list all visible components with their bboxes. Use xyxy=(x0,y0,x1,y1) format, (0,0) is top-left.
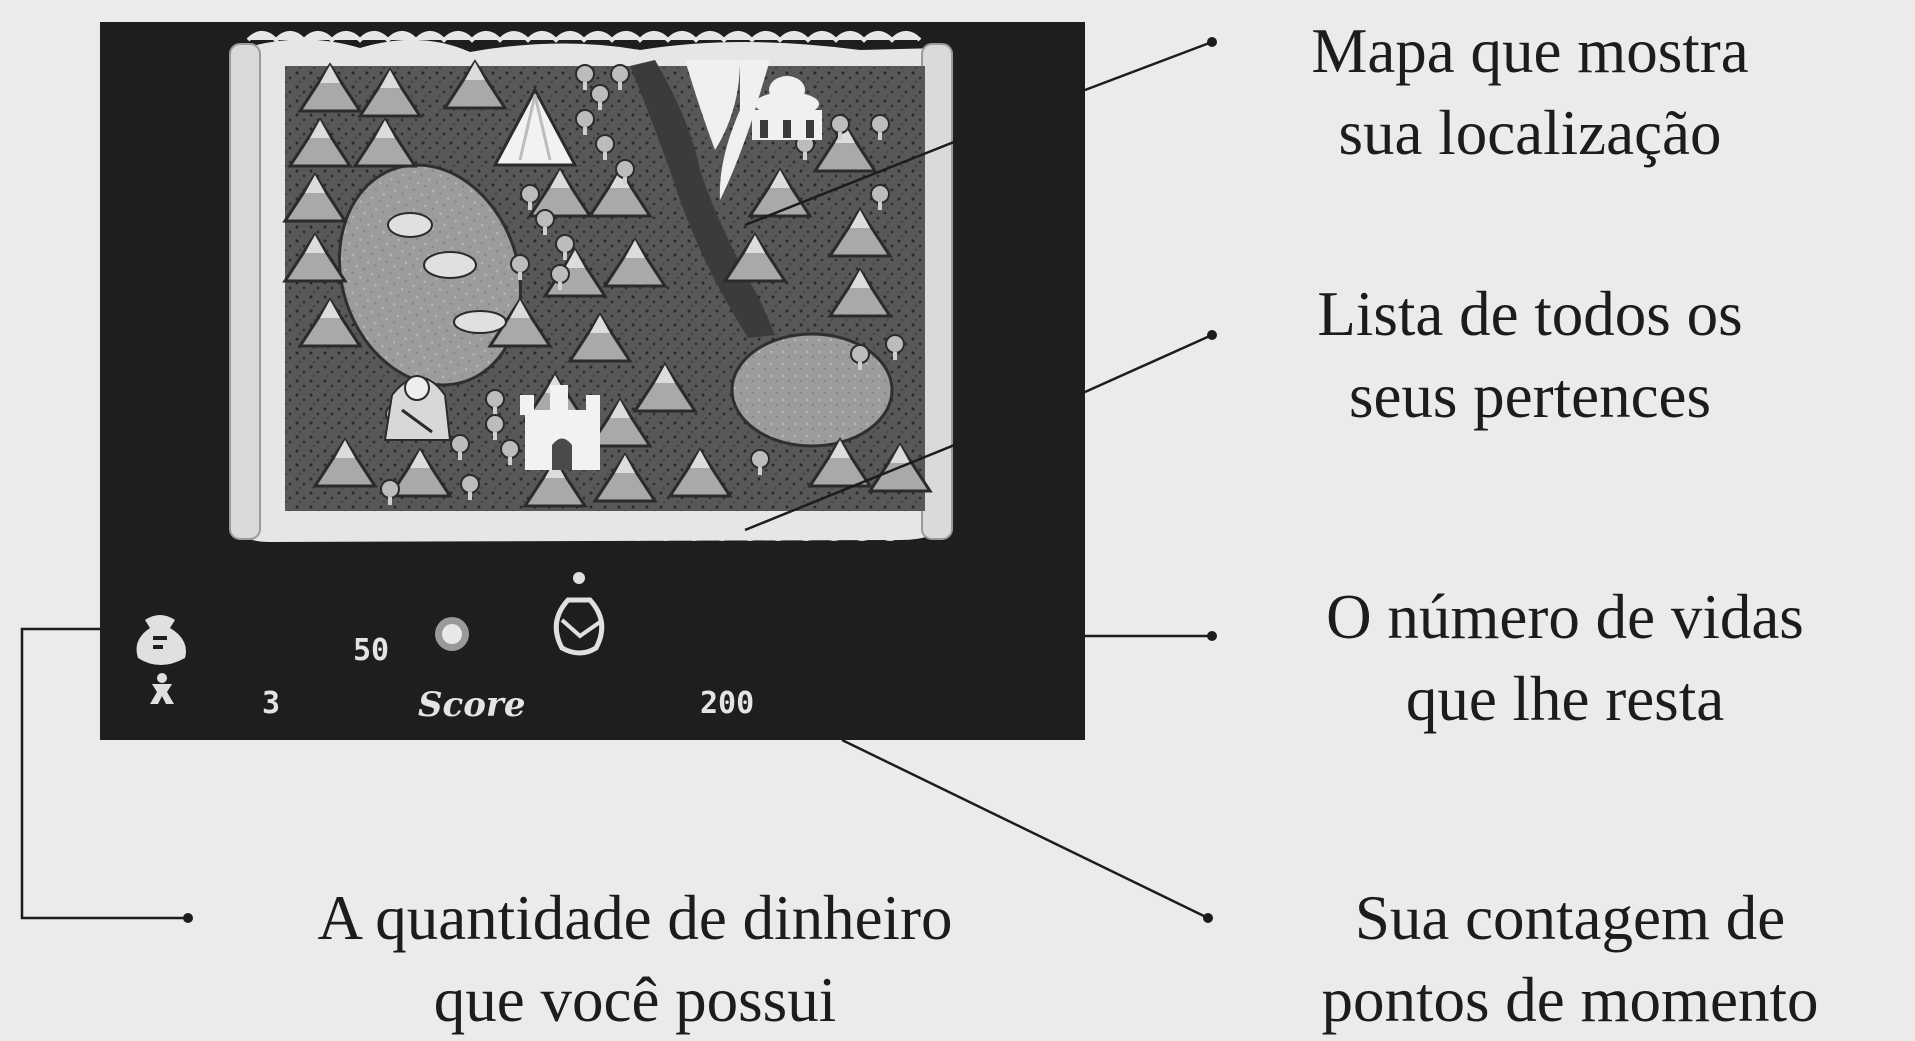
lake xyxy=(730,332,894,448)
callout-money-line-2: que você possui xyxy=(433,965,837,1035)
callout-inventory-line-2: seus pertences xyxy=(1348,361,1712,431)
river xyxy=(685,60,740,150)
lives-count: 3 xyxy=(262,686,280,721)
callout-score-line-1: Sua contagem de xyxy=(1354,883,1786,953)
location-map xyxy=(283,60,932,511)
player-figure-icon xyxy=(150,673,174,704)
callout-inventory: Lista de todos os seus pertences xyxy=(1235,273,1825,437)
callout-score-line-2: pontos de momento xyxy=(1321,965,1819,1035)
callout-dots xyxy=(183,37,1217,923)
white-peak xyxy=(492,86,578,167)
game-screen: 50 3 Score 200 xyxy=(100,22,1085,740)
score-label: Score xyxy=(418,685,525,725)
map-leader-inner xyxy=(744,88,1086,227)
callout-map-line-1: Mapa que mostra xyxy=(1311,16,1749,86)
inventory-leader-inner xyxy=(744,390,1086,532)
callout-map-line-2: sua localização xyxy=(1338,98,1722,168)
domed-temple xyxy=(752,76,822,140)
callout-money: A quantidade de dinheiro que você possui xyxy=(205,877,1065,1041)
inventory-leader-outer xyxy=(1084,333,1213,394)
status-bar: 50 3 Score 200 xyxy=(136,572,754,725)
map-leader-outer xyxy=(1084,40,1213,92)
callout-lives-line-2: que lhe resta xyxy=(1405,664,1725,734)
bottle-icon xyxy=(553,572,605,656)
callout-lives-line-1: O número de vidas xyxy=(1326,582,1804,652)
player-marker xyxy=(383,375,452,441)
callout-map: Mapa que mostra sua localização xyxy=(1225,10,1835,174)
callout-money-line-1: A quantidade de dinheiro xyxy=(317,883,953,953)
score-leader xyxy=(841,738,1209,920)
castle xyxy=(520,385,600,470)
coin-icon xyxy=(435,617,469,651)
coins-count: 50 xyxy=(353,633,389,668)
money-bag-icon xyxy=(136,615,186,665)
score-value: 200 xyxy=(700,686,754,721)
callout-score: Sua contagem de pontos de momento xyxy=(1225,877,1915,1041)
callout-inventory-line-1: Lista de todos os xyxy=(1317,279,1743,349)
lake-huts xyxy=(387,212,507,334)
callout-leaders xyxy=(20,40,1213,920)
money-leader xyxy=(20,627,188,920)
callout-lives: O número de vidas que lhe resta xyxy=(1215,576,1915,740)
